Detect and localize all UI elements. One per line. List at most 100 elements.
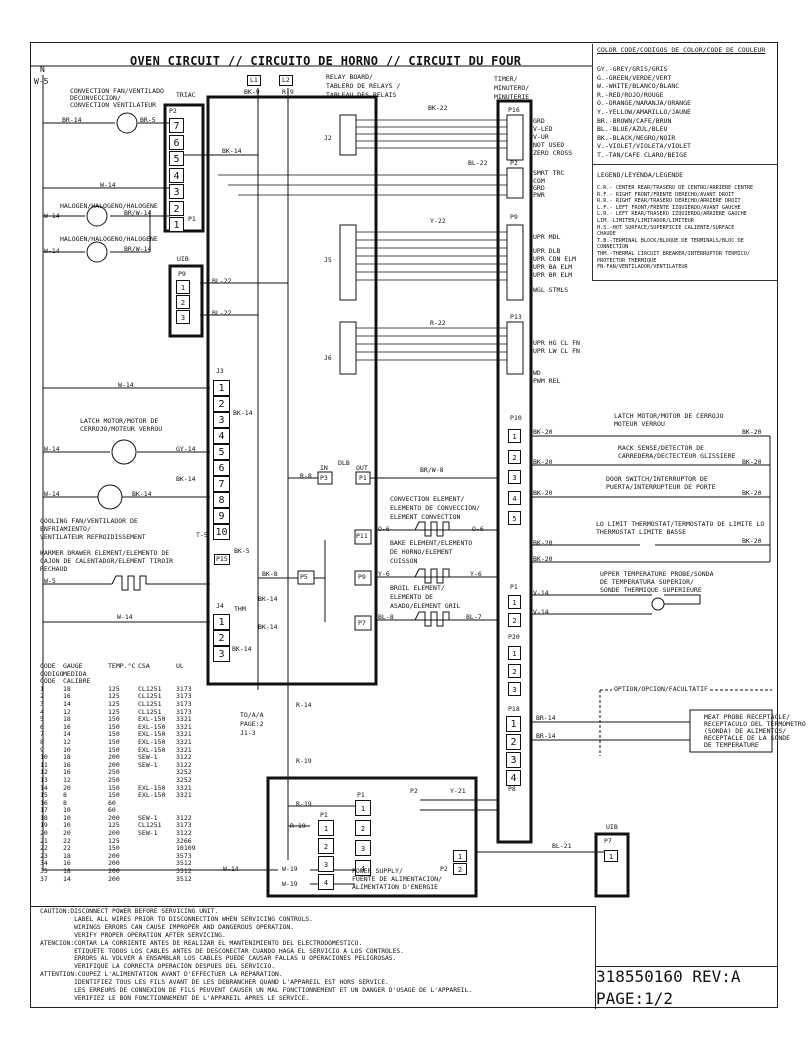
psu-p2-pin: 1 (453, 850, 467, 862)
uib-p7-heading: UIB (606, 823, 618, 831)
caution-line: LABEL ALL WIRES PRIOR TO DISCONNECTION W… (40, 915, 313, 923)
bk14-triac-label: BK-14 (222, 147, 242, 155)
r19-label-3: R-19 (290, 822, 306, 830)
p8-label: P8 (508, 785, 516, 793)
j3-pin: 9 (213, 508, 230, 524)
r9-label: R-9 (282, 88, 294, 96)
caution-line: ERRORS AL VOLVER A ENSAMBLAR LOS CABLES … (40, 955, 397, 963)
v14-label-1: V-14 (533, 589, 549, 597)
p18-pin: 3 (506, 752, 521, 768)
meat-probe-label-4: RECEPTACLE DE LA SONDE (704, 734, 791, 742)
conv-fan-label: CONVECTION FAN/VENTILADO (70, 87, 164, 95)
option-label: OPTION/OPCION/FACULTATIF (612, 685, 710, 693)
p20-pin: 1 (508, 646, 521, 660)
w19-label-1: W-19 (282, 865, 298, 873)
com-label: COM (533, 177, 545, 185)
brw8-label: BR/W-8 (420, 466, 444, 474)
latch-r-label: LATCH MOTOR/MOTOR DE CERROJO (614, 412, 724, 420)
p7-relay-label: P7 (358, 619, 366, 627)
upr-cdn-label: UPR CDN ELM (533, 255, 577, 263)
upper-probe-label-3: SONDE THERMIQUE SUPERIEURE (600, 586, 702, 594)
psu-label-3: ALIMENTATION D'ENERGIE (352, 883, 439, 891)
wd-label: WD (533, 369, 541, 377)
part-number: 318550160 REV:A (596, 967, 741, 986)
psu-p1b-pin: 2 (318, 838, 334, 854)
legend-item: LIM.-LIMITER/LIMITADOR/LIMITEUR (597, 218, 694, 224)
color-code-legend: COLOR CODE/CODIGOS DE COLOR/CODE DE COUL… (592, 44, 777, 165)
warmer-label-2: CAJON DE CALENTADOR/ELEMENT TIROIR (40, 557, 174, 565)
color-code-item: GY.-GREY/GRIS/GRIS (597, 65, 668, 73)
psu-p1b-pin: 3 (318, 856, 334, 872)
j3-pin: 2 (213, 396, 230, 412)
bk20-label-4r: BK-20 (742, 537, 762, 545)
psu-p1b-pin: 1 (318, 820, 334, 836)
psu-label-2: FUENTE DE ALIMENTACION/ (352, 875, 443, 883)
triac-pin: 4 (169, 167, 184, 183)
w5-warmer-label: W-5 (44, 577, 56, 585)
w19-label-2: W-19 (282, 880, 298, 888)
p16-label: P16 (508, 106, 520, 114)
rack-label: RACK SENSE/DETECTOR DE (618, 444, 705, 452)
grd2-label: GRD (533, 184, 545, 192)
page-number: PAGE:1/2 (596, 989, 674, 1008)
p13-label: P13 (510, 313, 522, 321)
br14-label: BR-14 (62, 116, 82, 124)
brw14-label-1: BR/W-14 (124, 209, 152, 217)
halogen-label-2: HALOGEN/HALOGENO/HALOGENE (60, 235, 158, 243)
legend-item: R.R.- RIGHT REAR/TRASERO DERECHO/ARRIERE… (597, 198, 741, 205)
broil-label-2: ELEMENTO DE (390, 593, 434, 601)
cooling-fan-label-3: VENTILATEUR REFROIDISSEMENT (40, 533, 146, 541)
color-code-item: T.-TAN/CAFE CLARO/BEIGE (597, 151, 688, 159)
j3-pin: 7 (213, 476, 230, 492)
triac-p2-label: P2 (169, 107, 177, 115)
upper-probe-label: UPPER TEMPERATURE PROBE/SONDA (600, 570, 714, 578)
j13-label: J1-3 (240, 729, 256, 737)
abbreviation-legend: LEGEND/LEYENDA/LEGENDE C.R.- CENTER REAR… (592, 164, 777, 281)
w14-j4-label: W-14 (117, 613, 133, 621)
meat-probe-label-5: DE TEMPERATURE (704, 741, 759, 749)
j3-pin: 1 (213, 380, 230, 396)
legend-item: PROTECTOR THERMIQUE (597, 257, 657, 264)
j3-pin: 6 (213, 460, 230, 476)
legend-item: H.S.-HOT SURFACE/SUPERFICIE CALIENTE/SUR… (597, 224, 735, 231)
triac-outline (163, 103, 205, 233)
p1r-pin: 1 (508, 595, 521, 609)
w14-latch-label: W-14 (44, 445, 60, 453)
halogen-label-1: HALOGEN/HALOGENO/HALOGENE (60, 202, 158, 210)
br14-p18-label-2: BR-14 (536, 732, 556, 740)
psu-p1-pin: 4 (355, 860, 371, 876)
dlb-p1-label: P1 (359, 474, 367, 482)
p11-label: P11 (356, 532, 368, 540)
thm-label: THM (234, 605, 246, 613)
p18-pin: 2 (506, 734, 521, 750)
legend-heading: LEGEND/LEYENDA/LEGENDE (597, 171, 684, 179)
color-code-item: R.-RED/ROJO/ROUGE (597, 90, 664, 99)
schematic-sheet (30, 42, 778, 1008)
gy14-label: GY-14 (176, 445, 196, 453)
o6-label-2: O-6 (472, 525, 484, 533)
upr-mdl-label: UPR MDL (533, 233, 561, 241)
p18-pin: 4 (506, 770, 521, 786)
caution-line: IDENTIFIEZ TOUS LES FILS AVANT DE LES DE… (40, 979, 389, 987)
uib-p9-label: P9 (178, 270, 186, 278)
meat-probe-label: MEAT PROBE RECEPTACLE/ (704, 713, 791, 721)
wgl-label: WGL STMLS (533, 286, 569, 294)
pwm-label: PWM REL (533, 377, 561, 385)
out-label: OUT (356, 464, 368, 472)
dlb-label: DLB (338, 459, 350, 467)
p9-pin: 1 (176, 280, 190, 294)
w14-halogen-label: W-14 (44, 212, 60, 220)
relay-board-label: RELAY BOARD/ (326, 73, 373, 81)
j2-label: J2 (324, 134, 332, 142)
